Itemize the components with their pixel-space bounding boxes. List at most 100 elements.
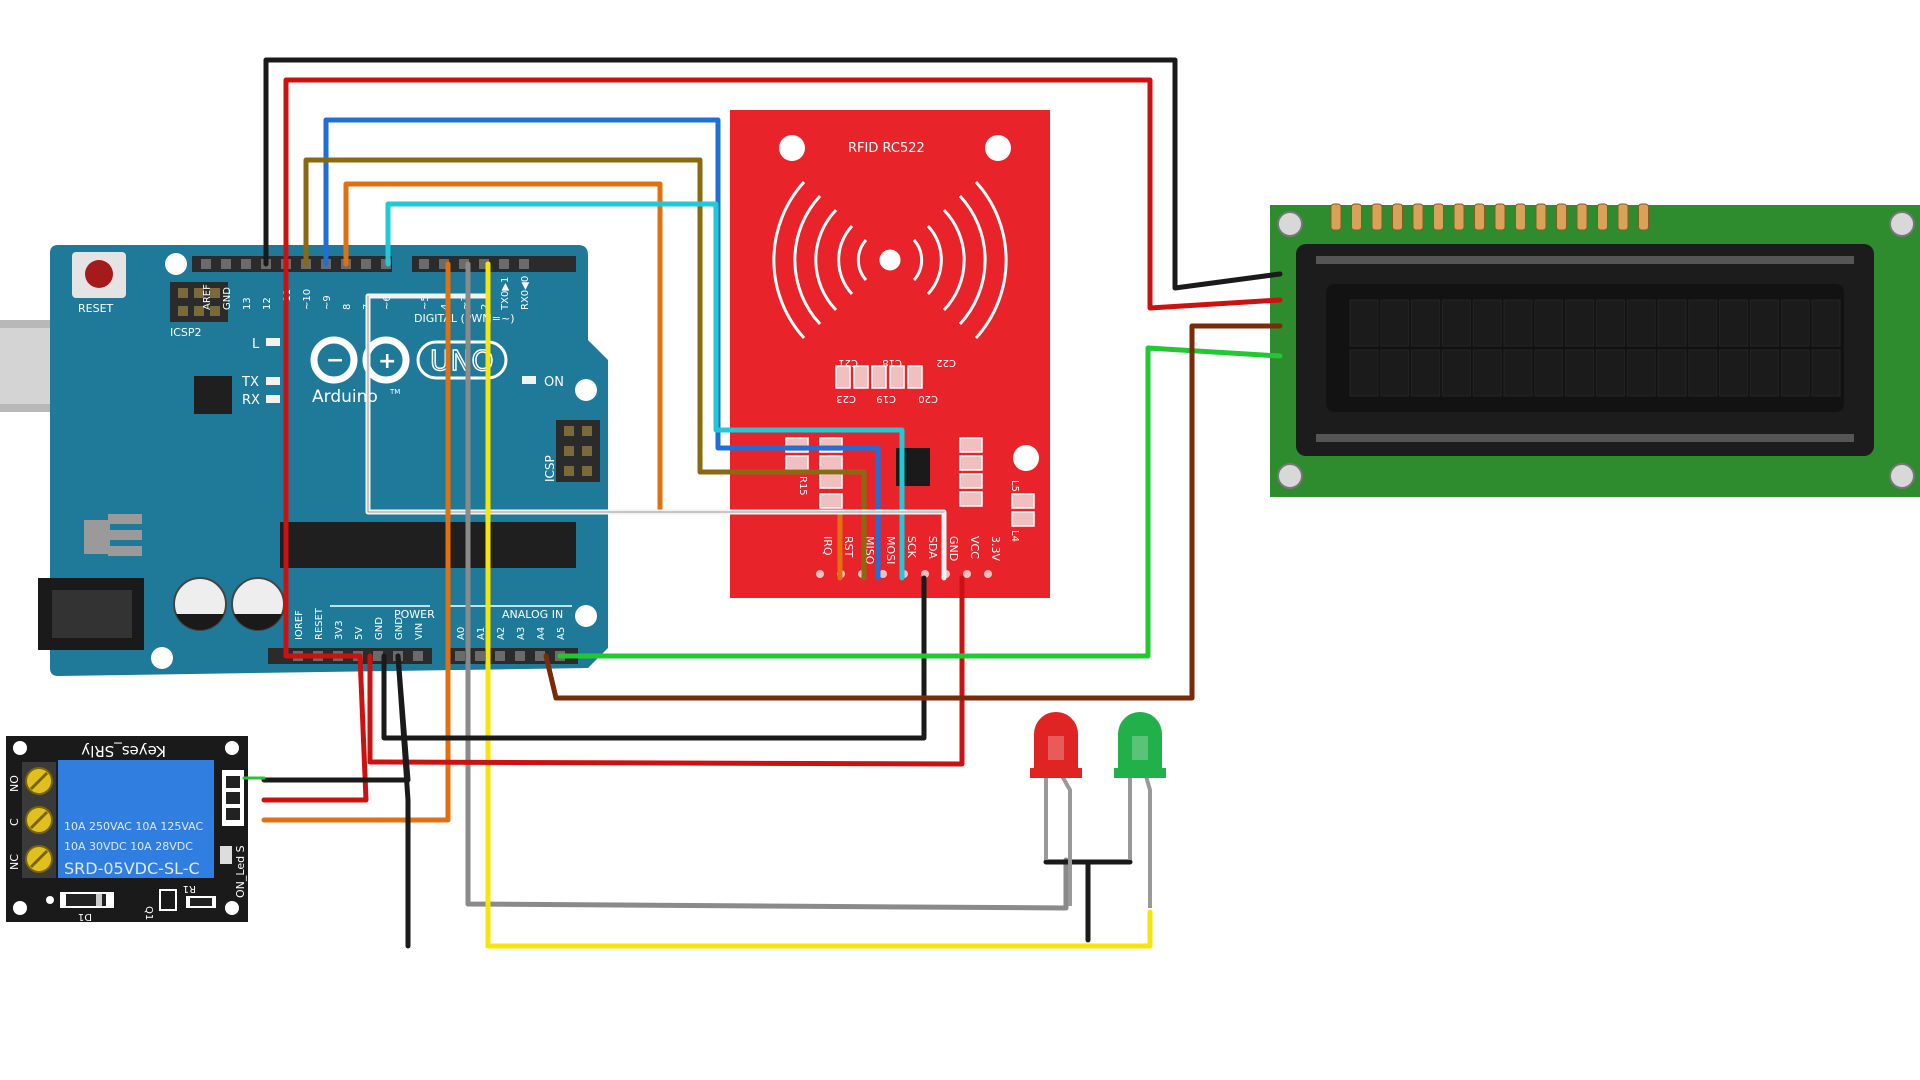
digital-header-label: DIGITAL (PWM=~) <box>414 312 515 325</box>
relay-diode <box>60 892 114 908</box>
relay-module-name: Keyes_SRly <box>81 741 166 760</box>
lcd-character-cell <box>1749 299 1779 347</box>
dc-barrel-jack <box>38 578 144 650</box>
lcd-header-pin <box>1638 203 1649 231</box>
icsp2-header <box>170 282 228 322</box>
rfid-pin-label: VCC <box>968 536 981 559</box>
relay-terminal-no: NO <box>8 775 21 792</box>
lcd-character-cell <box>1811 299 1841 347</box>
lcd-character-cell <box>1411 349 1441 397</box>
rfid-title: RFID RC522 <box>848 141 925 156</box>
rfid-pin-label: GND <box>947 536 960 561</box>
arduino-top-pin-label: TX0▶1 <box>500 277 511 311</box>
arduino-top-pin-label: ~9 <box>322 295 333 310</box>
digital-header-right <box>412 256 576 272</box>
lcd-character-cell <box>1349 299 1379 347</box>
wire-gray-led <box>465 261 1069 911</box>
relay-part-d1: D1 <box>78 911 92 922</box>
led-green <box>1114 712 1166 908</box>
wire-red-rfid-vcc <box>367 575 965 767</box>
wire-red-relay <box>261 653 369 803</box>
wire-black-relay-down <box>395 653 411 949</box>
lcd-character-cell <box>1688 349 1718 397</box>
arduino-bottom-pin <box>413 651 423 661</box>
lcd-character-cell <box>1657 299 1687 347</box>
arduino-bottom-pin-label: VIN <box>414 623 425 640</box>
rfid-label-l4: L4 <box>1009 530 1020 542</box>
wires <box>242 57 1283 949</box>
lcd-header-pin <box>1535 203 1547 231</box>
atmega-chip <box>280 522 576 568</box>
rfid-pin-label: IRQ <box>821 536 834 556</box>
arduino-bottom-pin-label: A4 <box>536 627 547 640</box>
arduino-top-pin <box>439 259 449 269</box>
rfid-label-c21: C21 <box>838 357 858 368</box>
lcd-header-pin <box>1351 203 1362 231</box>
relay-side-label: ON_Led S <box>234 845 247 898</box>
lcd-header-pin <box>1453 203 1465 231</box>
arduino-top-pin <box>221 259 231 269</box>
lcd-character-cell <box>1688 299 1718 347</box>
rfid-pin-hole <box>816 570 824 578</box>
arduino-top-pin-label: AREF <box>202 284 213 310</box>
arduino-top-pin-label: 12 <box>262 297 273 310</box>
relay-terminal-screws <box>22 762 56 878</box>
arduino-bottom-pin-label: 5V <box>354 627 365 640</box>
lcd-header-pin <box>1494 203 1506 231</box>
arduino-trademark: TM <box>389 388 400 396</box>
lcd-character-cell <box>1349 349 1379 397</box>
rfid-label-l5: L5 <box>1009 480 1020 492</box>
relay-transistor <box>159 889 177 911</box>
uno-label: UNO <box>430 344 493 377</box>
lcd-character-cell <box>1780 299 1810 347</box>
relay-model: SRD-05VDC-SL-C <box>64 859 200 878</box>
lcd-character-cell <box>1411 299 1441 347</box>
led-l-label: L <box>252 337 260 352</box>
wire-black-led-ground <box>1043 859 1133 943</box>
lcd-character-cell <box>1441 299 1471 347</box>
lcd-character-cell <box>1565 299 1595 347</box>
arduino-top-pin <box>241 259 251 269</box>
rfid-rc522-module: RFID RC522 C21 C18 C22 C23 C19 C20 R1 <box>730 110 1050 598</box>
lcd-character-cell <box>1626 299 1656 347</box>
lcd-character-cell <box>1811 349 1841 397</box>
arduino-bottom-pin-label: A0 <box>456 627 467 640</box>
reset-label: RESET <box>78 302 114 315</box>
relay-part-r1: R1 <box>183 883 196 894</box>
lcd-header-pin <box>1576 203 1588 231</box>
arduino-top-pin <box>361 259 371 269</box>
arduino-bottom-pin-label: RESET <box>314 607 325 640</box>
lcd-character-cell <box>1380 299 1410 347</box>
arduino-top-pin-label: ~10 <box>302 289 313 310</box>
arduino-bottom-pin-label: GND <box>374 617 385 640</box>
lcd-character-grid <box>1349 299 1841 397</box>
lcd-character-cell <box>1503 299 1533 347</box>
arduino-top-pin-label: 8 <box>342 304 353 310</box>
lcd-header-pin <box>1617 203 1629 231</box>
lcd-header-pin <box>1412 203 1424 231</box>
arduino-top-pin-label: 13 <box>242 297 253 310</box>
lcd-character-cell <box>1749 349 1779 397</box>
lcd-character-cell <box>1657 349 1687 397</box>
rfid-pin-hole <box>984 570 992 578</box>
arduino-bottom-pin <box>475 651 485 661</box>
lcd-header-pin <box>1392 203 1403 231</box>
relay-module: Keyes_SRly 10A 250VAC 10A 125VAC 10A 30V… <box>6 736 248 922</box>
arduino-top-pin <box>499 259 509 269</box>
svg-text:−: − <box>326 348 344 373</box>
rfid-label-r15: R15 <box>797 476 808 496</box>
wire-yellow-led <box>485 261 1153 949</box>
arduino-bottom-pin-label: A3 <box>516 627 527 640</box>
icsp2-label: ICSP2 <box>170 326 202 339</box>
lcd-character-cell <box>1534 299 1564 347</box>
lcd-header-pin <box>1474 203 1485 231</box>
lcd-character-cell <box>1472 299 1502 347</box>
arduino-bottom-pin <box>535 651 545 661</box>
lcd-character-cell <box>1534 349 1564 397</box>
arduino-top-pin-label: GND <box>222 287 233 310</box>
relay-rating-1: 10A 250VAC 10A 125VAC <box>64 820 204 833</box>
rfid-pin-label: SCK <box>905 536 918 559</box>
wire-cyan-sck <box>385 201 905 581</box>
wire-black-gnd-lcd <box>263 57 1283 291</box>
capacitor-1 <box>173 577 227 631</box>
